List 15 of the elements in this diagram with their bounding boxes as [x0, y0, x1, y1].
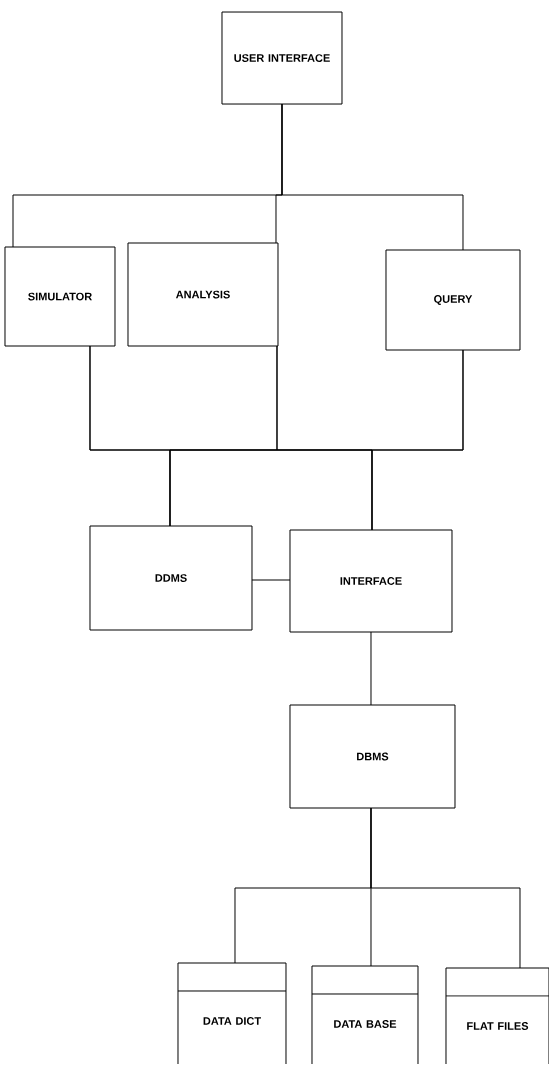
process-box: USER INTERFACE: [221, 11, 343, 105]
data-store: FLAT FILES: [445, 967, 549, 1065]
process-box: DDMS: [89, 525, 253, 631]
process-box: ANALYSIS: [127, 242, 279, 347]
connector-line: [370, 631, 372, 706]
connector-line: [251, 579, 291, 581]
process-box: QUERY: [385, 249, 521, 351]
connector-line: [371, 349, 464, 531]
data-store: DATA BASE: [311, 965, 419, 1065]
data-store: DATA DICT: [177, 962, 287, 1065]
process-box: SIMULATOR: [4, 246, 116, 347]
connector-line: [281, 103, 464, 251]
connector-line: [370, 807, 521, 969]
process-box: DBMS: [289, 704, 456, 809]
process-box: INTERFACE: [289, 529, 453, 633]
